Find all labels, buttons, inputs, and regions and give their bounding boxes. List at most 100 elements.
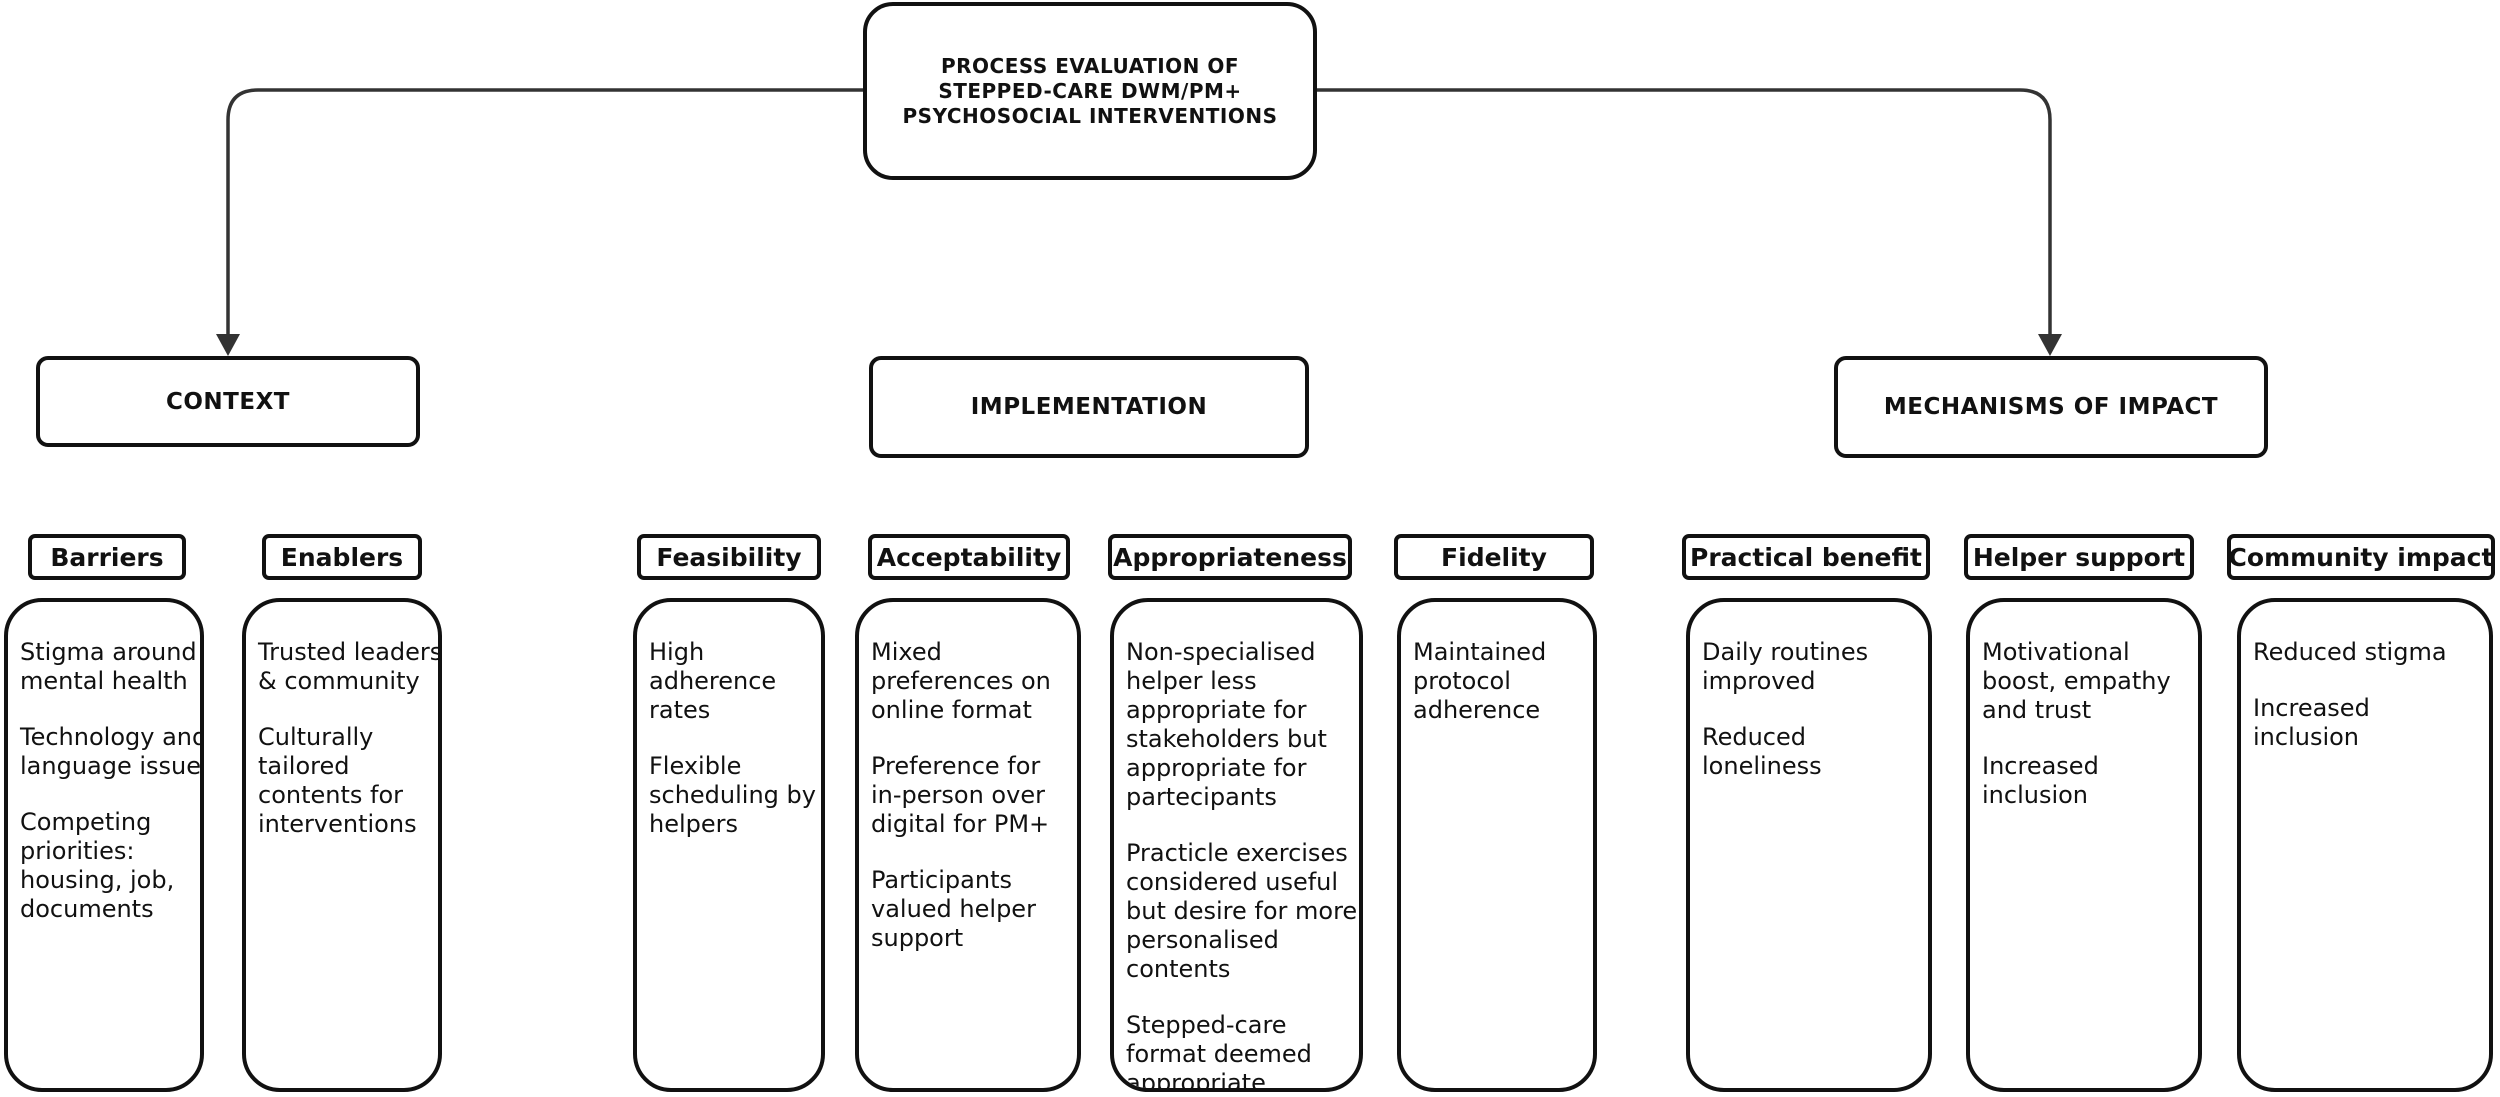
subheader-helper-support: Helper support	[1964, 534, 2194, 580]
finding-line: boost, empathy	[1982, 667, 2171, 695]
finding-line: personalised	[1126, 926, 1279, 954]
finding-item: Reduced stigma	[2253, 638, 2489, 667]
subheader-appropriateness: Appropriateness	[1108, 534, 1352, 580]
arrow-to-mechanisms	[1317, 88, 2052, 340]
finding-line: Reduced	[1702, 723, 1807, 751]
finding-line: Practicle exercises	[1126, 839, 1348, 867]
finding-line: Competing	[20, 808, 152, 836]
finding-line: helpers	[649, 810, 739, 838]
finding-line: inclusion	[2253, 723, 2360, 751]
finding-line: but desire for more	[1126, 897, 1358, 925]
finding-line: documents	[20, 895, 154, 923]
subheader-acceptability: Acceptability	[868, 534, 1070, 580]
finding-line: contents	[1126, 955, 1231, 983]
finding-line: and trust	[1982, 696, 2092, 724]
arrowhead-context	[216, 334, 240, 356]
finding-line: considered useful	[1126, 868, 1339, 896]
subheader-barriers: Barriers	[28, 534, 186, 580]
finding-line: format deemed	[1126, 1040, 1312, 1068]
finding-line: valued helper	[871, 895, 1036, 923]
finding-line: housing, job,	[20, 866, 175, 894]
finding-line: Maintained	[1413, 638, 1547, 666]
arrowhead-mechanisms	[2038, 334, 2062, 356]
finding-line: language issues	[20, 752, 204, 780]
subheader-enablers: Enablers	[262, 534, 422, 580]
finding-line: protocol	[1413, 667, 1511, 695]
finding-line: appropriate for	[1126, 696, 1307, 724]
category-implementation: IMPLEMENTATION	[869, 356, 1309, 458]
finding-line: Mixed	[871, 638, 942, 666]
finding-line: in-person over	[871, 781, 1045, 809]
finding-line: appropriate for	[1126, 754, 1307, 782]
subheader-practical-benefit: Practical benefit	[1682, 534, 1930, 580]
finding-line: contents for	[258, 781, 404, 809]
subheader-community-impact: Community impact	[2227, 534, 2495, 580]
finding-line: partecipants	[1126, 783, 1277, 811]
arrow-to-context	[226, 88, 863, 340]
finding-line: tailored	[258, 752, 350, 780]
main-title-box: PROCESS EVALUATION OF STEPPED-CARE DWM/P…	[863, 2, 1317, 180]
finding-line: scheduling by	[649, 781, 816, 809]
finding-line: Trusted leaders	[258, 638, 442, 666]
finding-line: preferences on	[871, 667, 1051, 695]
finding-line: High	[649, 638, 705, 666]
finding-line: adherence	[1413, 696, 1541, 724]
finding-line: interventions	[258, 810, 417, 838]
finding-line: appropriate	[1126, 1069, 1266, 1092]
finding-line: online format	[871, 696, 1032, 724]
finding-line: Stigma around	[20, 638, 197, 666]
finding-line: Stepped-care	[1126, 1011, 1287, 1039]
main-title: PROCESS EVALUATION OF STEPPED-CARE DWM/P…	[902, 53, 1278, 128]
finding-line: Non-specialised	[1126, 638, 1316, 666]
finding-line: & community	[258, 667, 420, 695]
finding-line: helper less	[1126, 667, 1257, 695]
category-context: CONTEXT	[36, 356, 420, 447]
finding-line: Preference for	[871, 752, 1041, 780]
finding-line: priorities:	[20, 837, 135, 865]
finding-line: rates	[649, 696, 711, 724]
finding-line: Reduced stigma	[2253, 638, 2447, 666]
finding-line: mental health	[20, 667, 188, 695]
finding-line: Flexible	[649, 752, 742, 780]
finding-line: Increased	[1982, 752, 2099, 780]
finding-line: adherence	[649, 667, 777, 695]
finding-line: support	[871, 924, 964, 952]
finding-line: Daily routines	[1702, 638, 1869, 666]
finding-line: Culturally	[258, 723, 374, 751]
subheader-fidelity: Fidelity	[1394, 534, 1594, 580]
finding-line: Motivational	[1982, 638, 2130, 666]
finding-line: Participants	[871, 866, 1012, 894]
category-mechanisms-of-impact: MECHANISMS OF IMPACT	[1834, 356, 2268, 458]
finding-line: inclusion	[1982, 781, 2089, 809]
finding-line: Technology and	[20, 723, 204, 751]
finding-item: Trusted leaders& community	[258, 638, 438, 696]
finding-line: Increased	[2253, 694, 2370, 722]
